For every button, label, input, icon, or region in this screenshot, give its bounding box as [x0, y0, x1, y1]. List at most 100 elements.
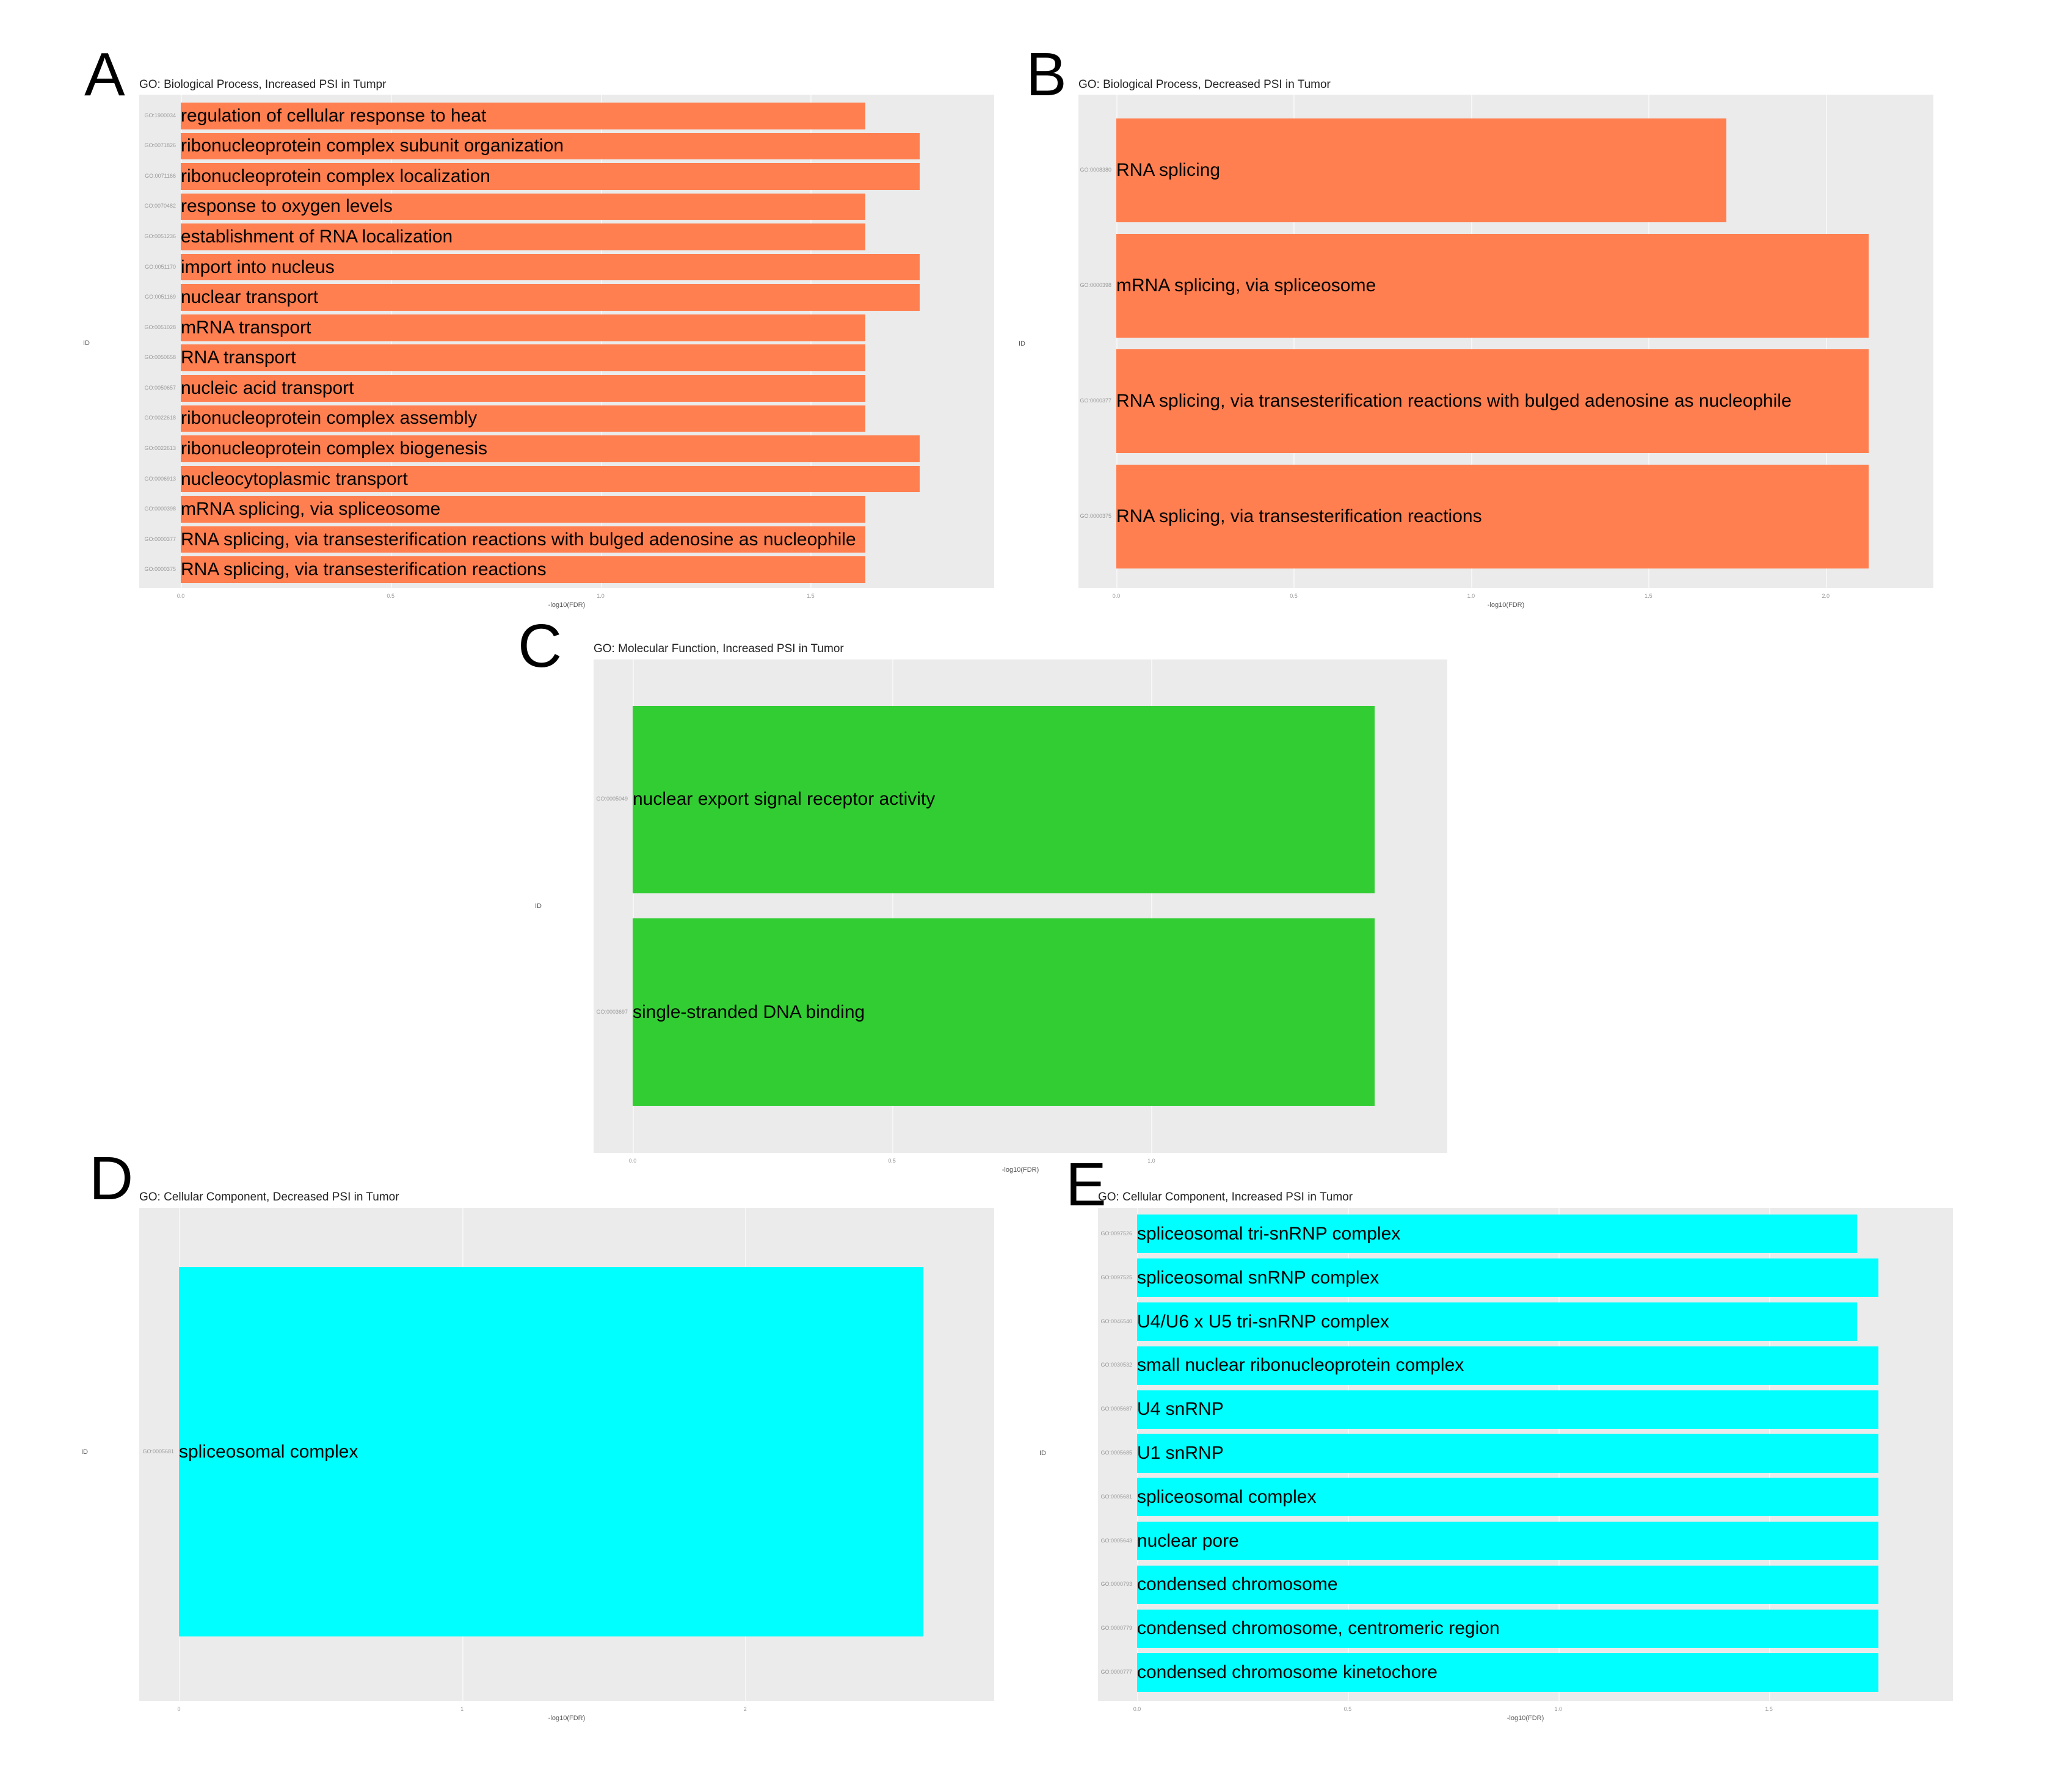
y-tick-label: GO:0051169 — [145, 294, 176, 300]
x-tick-label: 1.5 — [1645, 593, 1652, 599]
bar — [181, 314, 865, 341]
bar-label: nuclear pore — [1137, 1530, 1239, 1551]
chart-title: GO: Cellular Component, Decreased PSI in… — [139, 1191, 399, 1204]
y-axis-label: ID — [83, 339, 90, 347]
y-tick-label: GO:0022613 — [144, 445, 176, 451]
bar-label: ribonucleoprotein complex localization — [181, 165, 490, 186]
bar — [1137, 1434, 1878, 1473]
bar — [181, 526, 865, 553]
y-tick-label: GO:0008380 — [1080, 167, 1111, 173]
bar — [1137, 1478, 1878, 1517]
y-tick-label: GO:0050658 — [144, 354, 176, 361]
bar-label: condensed chromosome kinetochore — [1137, 1662, 1438, 1683]
gridline — [1470, 95, 1472, 588]
gridline — [390, 95, 392, 588]
x-tick-label: 0.5 — [387, 593, 395, 599]
chart-title: GO: Biological Process, Increased PSI in… — [139, 78, 387, 91]
y-tick-label: GO:0000793 — [1100, 1581, 1132, 1588]
x-tick-label: 1.0 — [1554, 1706, 1562, 1712]
bar-label: single-stranded DNA binding — [633, 1001, 865, 1022]
bar — [181, 133, 920, 160]
x-tick-label: 0.0 — [1133, 1706, 1141, 1712]
x-axis-label: -log10(FDR) — [548, 1715, 586, 1722]
x-axis-label: -log10(FDR) — [1507, 1715, 1544, 1722]
bar — [1116, 349, 1869, 453]
bar — [1137, 1302, 1858, 1342]
panel-letter: E — [1066, 1150, 1107, 1219]
x-tick-label: 1.5 — [1765, 1706, 1773, 1712]
y-tick-label: GO:0005685 — [1100, 1450, 1132, 1456]
bar-label: spliceosomal complex — [179, 1441, 358, 1462]
y-tick-label: GO:0005681 — [142, 1448, 174, 1454]
y-tick-label: GO:0071166 — [145, 172, 176, 179]
bar — [181, 284, 920, 311]
bar — [181, 193, 865, 220]
x-tick-label: 1.0 — [1147, 1158, 1155, 1164]
gridline — [1151, 659, 1153, 1153]
bar — [181, 102, 865, 129]
panel-letter: D — [89, 1144, 134, 1213]
bar-label: condensed chromosome, centromeric region — [1137, 1618, 1500, 1639]
y-tick-label: GO:0097526 — [1100, 1230, 1132, 1236]
x-tick-label: 1 — [460, 1706, 464, 1712]
bar-label: nuclear export signal receptor activity — [633, 789, 936, 810]
bar — [1137, 1258, 1878, 1298]
y-tick-label: GO:0022618 — [144, 415, 176, 421]
bar-label: nucleocytoplasmic transport — [181, 468, 408, 489]
x-tick-label: 0.5 — [1343, 1706, 1352, 1712]
x-axis-label: -log10(FDR) — [1487, 601, 1525, 609]
y-tick-label: GO:0000377 — [1080, 397, 1111, 404]
chart-title: GO: Biological Process, Decreased PSI in… — [1078, 78, 1331, 91]
bar-label: response to oxygen levels — [181, 196, 393, 217]
gridline — [1293, 95, 1295, 588]
bar-label: import into nucleus — [181, 256, 335, 277]
bar-label: RNA transport — [181, 347, 296, 368]
gridline — [1648, 95, 1650, 588]
y-tick-label: GO:1900034 — [144, 112, 176, 118]
y-tick-label: GO:0097525 — [1100, 1274, 1132, 1280]
y-tick-label: GO:0003697 — [596, 1008, 628, 1015]
bar-label: RNA splicing, via transesterification re… — [181, 559, 547, 580]
y-axis-label: ID — [1039, 1450, 1046, 1457]
y-tick-label: GO:0000375 — [1080, 512, 1111, 519]
x-tick-label: 0.0 — [1112, 593, 1121, 599]
bar — [181, 375, 865, 402]
bar — [1137, 1522, 1878, 1561]
gridline — [600, 95, 602, 588]
bar-label: small nuclear ribonucleoprotein complex — [1137, 1355, 1464, 1376]
y-axis-label: ID — [535, 902, 542, 910]
gridline — [1825, 95, 1827, 588]
y-tick-label: GO:0050657 — [144, 384, 176, 391]
bar-label: mRNA splicing, via spliceosome — [1116, 275, 1376, 296]
y-tick-label: GO:0000398 — [144, 506, 176, 512]
x-tick-label: 0.0 — [628, 1158, 637, 1164]
y-tick-label: GO:0051028 — [144, 324, 176, 330]
y-tick-label: GO:0046540 — [1100, 1318, 1132, 1324]
bar — [181, 223, 865, 250]
y-tick-label: GO:0071826 — [144, 142, 176, 149]
x-tick-label: 0.0 — [176, 593, 185, 599]
bar — [1116, 464, 1869, 568]
bar-label: ribonucleoprotein complex assembly — [181, 408, 478, 429]
bar-label: spliceosomal tri-snRNP complex — [1137, 1223, 1401, 1244]
x-tick-label: 1.0 — [1467, 593, 1475, 599]
x-tick-label: 2 — [743, 1706, 747, 1712]
bar — [181, 465, 920, 493]
y-tick-label: GO:0070482 — [144, 203, 176, 209]
x-tick-label: 0.5 — [888, 1158, 896, 1164]
bar-label: mRNA transport — [181, 317, 311, 338]
bar-label: establishment of RNA localization — [181, 227, 453, 247]
x-tick-label: 1.5 — [807, 593, 815, 599]
bar — [179, 1267, 924, 1636]
bar-label: nuclear transport — [181, 287, 319, 308]
bar-label: mRNA splicing, via spliceosome — [181, 499, 441, 520]
bar — [181, 556, 865, 584]
x-axis-label: -log10(FDR) — [1001, 1166, 1039, 1174]
bar-label: spliceosomal complex — [1137, 1486, 1317, 1507]
bar — [1116, 118, 1727, 223]
bar — [181, 435, 920, 462]
panel-letter: A — [84, 40, 125, 109]
y-tick-label: GO:0030532 — [1100, 1362, 1132, 1368]
bar — [1137, 1215, 1858, 1254]
x-tick-label: 2.0 — [1822, 593, 1830, 599]
